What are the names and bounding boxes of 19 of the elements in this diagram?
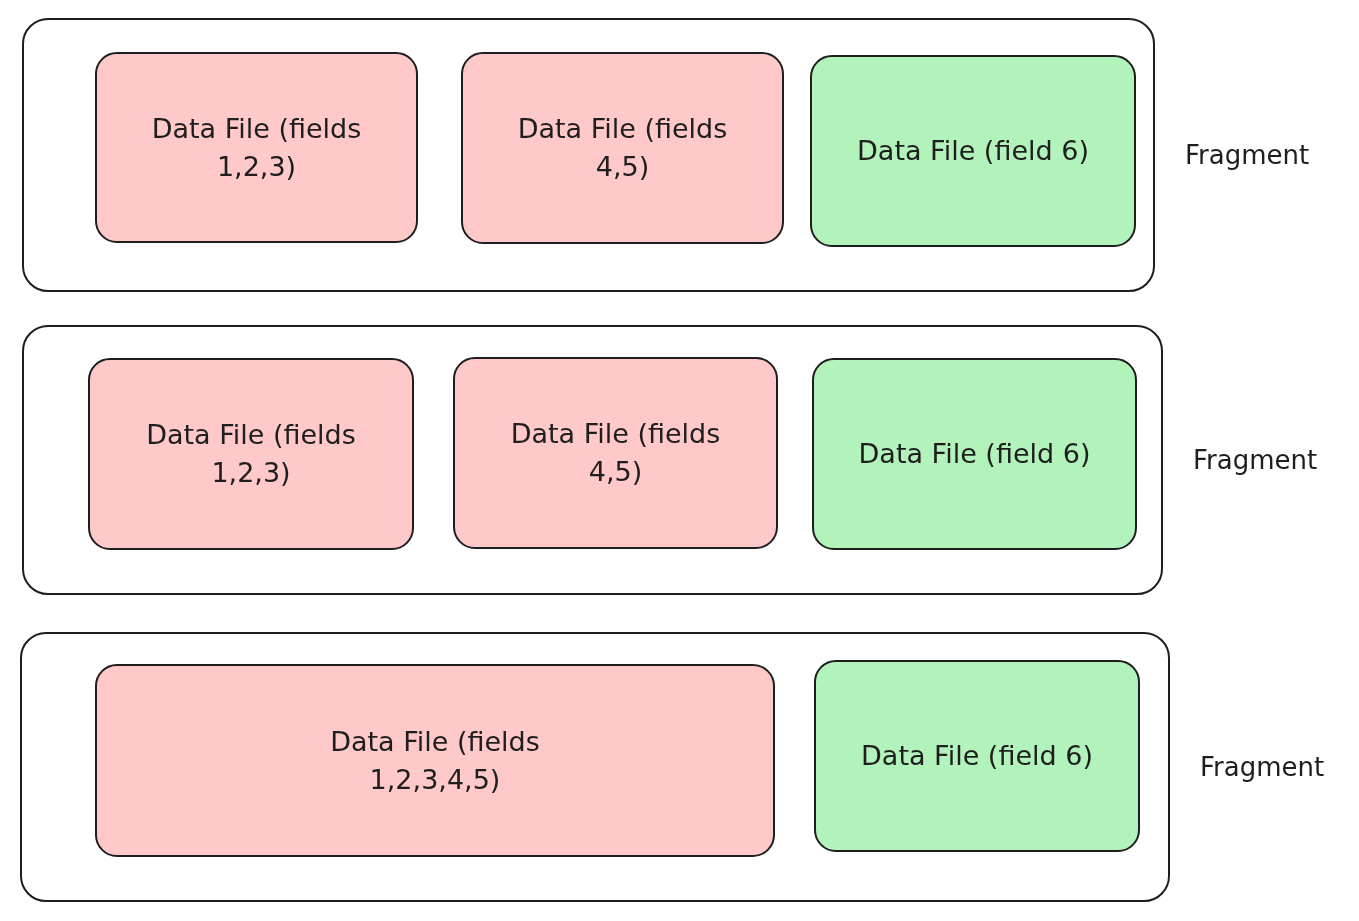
data-file-box xyxy=(461,52,784,244)
file-label: Data File (field 6) xyxy=(861,739,1093,773)
file-label: Data File (fields 4,5) xyxy=(509,417,722,489)
fragment-label: Fragment xyxy=(1200,752,1325,782)
file-label: Data File (fields 1,2,3,4,5) xyxy=(329,724,541,797)
data-file-box xyxy=(88,358,414,550)
file-label: Data File (field 6) xyxy=(858,437,1091,471)
file-label: Data File (field 6) xyxy=(857,134,1089,168)
data-file-box xyxy=(810,55,1136,247)
data-file-box xyxy=(812,358,1137,550)
fragment-label: Fragment xyxy=(1185,140,1310,170)
data-file-box xyxy=(95,664,775,857)
file-label: Data File (fields 1,2,3) xyxy=(145,418,357,490)
data-file-box xyxy=(95,52,418,243)
data-file-box xyxy=(814,660,1140,852)
data-file-box xyxy=(453,357,778,549)
file-label: Data File (fields 1,2,3) xyxy=(150,111,363,184)
file-label: Data File (fields 4,5) xyxy=(516,112,729,184)
fragment-label: Fragment xyxy=(1193,445,1318,475)
